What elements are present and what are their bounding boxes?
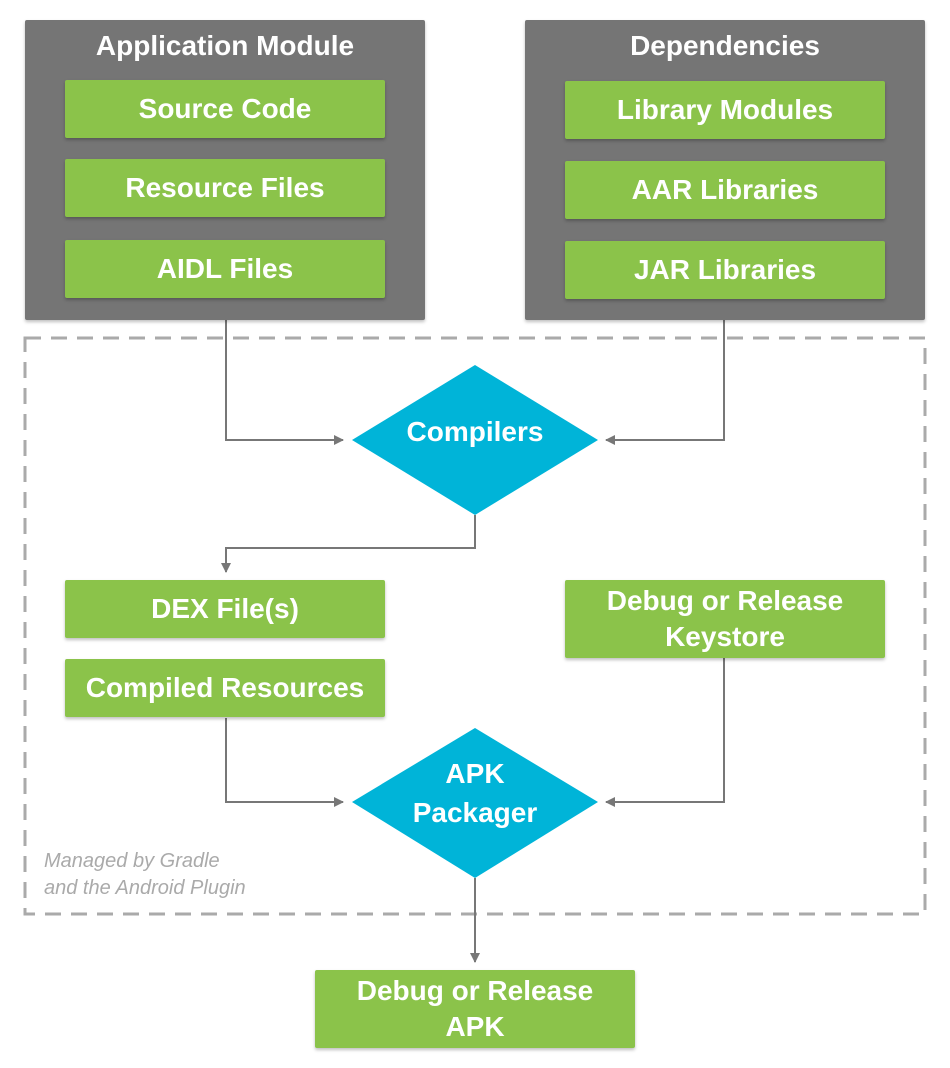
managed-by-gradle-note: Managed by Gradle and the Android Plugin [44,850,246,899]
final-apk-box: Debug or Release APK [315,970,635,1048]
compilers-label: Compilers [406,416,544,448]
packager-label: APK Packager [412,757,538,828]
compilers-diamond [352,365,598,515]
application-module-title: Application Module [95,30,355,61]
aidl-files-box: AIDL Files [65,240,385,298]
keystore-box: Debug or Release Keystore [565,580,885,658]
jar-libraries-box: JAR Libraries [565,241,885,299]
dependencies-title: Dependencies [630,30,820,61]
resource-files-box: Resource Files [65,159,385,217]
aar-libraries-box: AAR Libraries [565,161,885,219]
connector-compilers-to-dex [221,515,476,573]
library-modules-box: Library Modules [565,81,885,139]
connector-app-to-compilers [225,320,344,445]
source-code-box: Source Code [65,80,385,138]
compiled-resources-box: Compiled Resources [65,659,385,717]
packager-diamond [352,728,598,878]
dex-files-box: DEX File(s) [65,580,385,638]
connector-deps-to-compilers [605,320,725,445]
connector-resources-to-packager [225,718,344,807]
connector-keystore-to-packager [605,658,725,807]
